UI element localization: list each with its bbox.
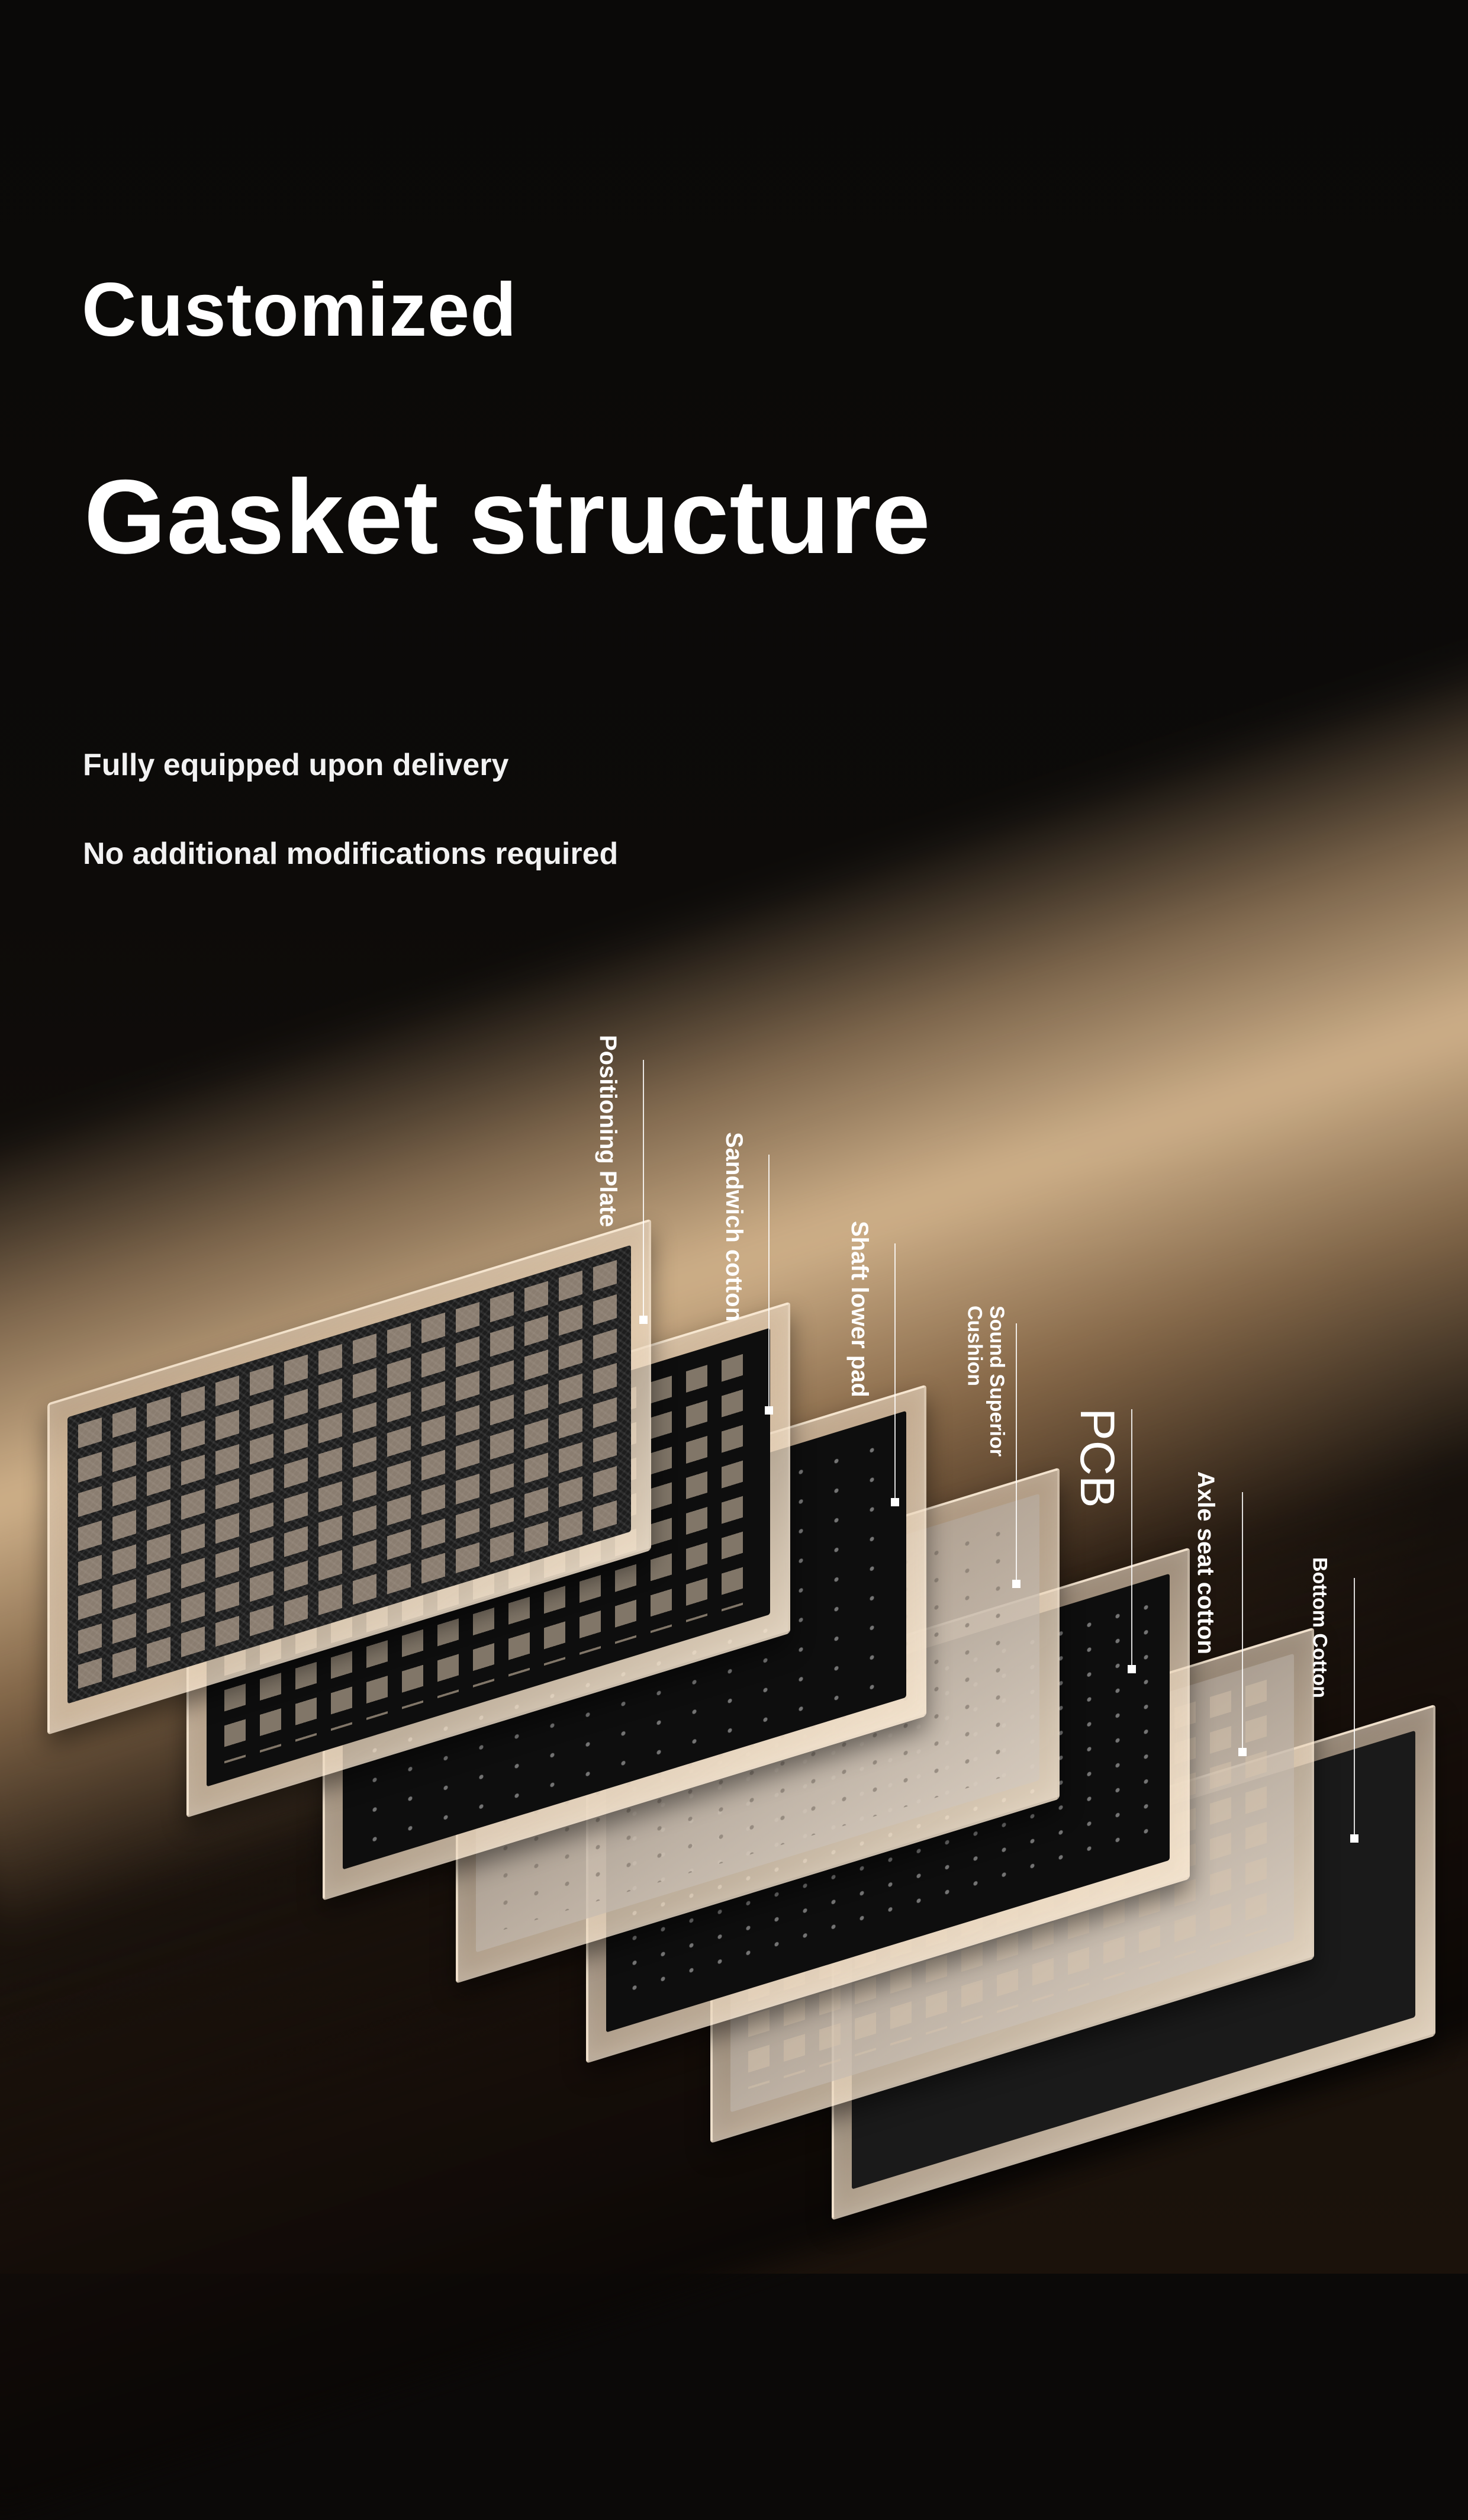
label-positioning-plate: Positioning Plate (595, 1035, 621, 1227)
feature-text-2: No additional modifications required (83, 837, 619, 871)
leader-dot (891, 1498, 899, 1506)
leader-line (1242, 1492, 1243, 1753)
heading-line-1: Customized (82, 268, 517, 352)
label-shaft-lower-pad: Shaft lower pad (846, 1221, 873, 1397)
heading-line-2: Gasket structure (84, 458, 931, 576)
leader-line (1354, 1578, 1355, 1838)
leader-dot (1350, 1834, 1358, 1843)
leader-dot (765, 1406, 773, 1415)
leader-dot (639, 1316, 648, 1324)
label-sound-superior-cushion: Sound Superior Cushion (963, 1306, 1008, 1457)
leader-line (768, 1155, 770, 1409)
leader-line (1016, 1323, 1017, 1584)
leader-dot (1128, 1665, 1136, 1673)
label-sandwich-cotton: Sandwich cotton (721, 1132, 747, 1322)
label-axle-seat-cotton: Axle seat cotton (1193, 1471, 1219, 1654)
label-bottom-cotton: Bottom Cotton (1308, 1557, 1331, 1698)
leader-line (643, 1060, 644, 1320)
leader-dot (1238, 1748, 1247, 1756)
leader-line (1131, 1409, 1132, 1670)
leader-dot (1012, 1580, 1020, 1588)
feature-text-1: Fully equipped upon delivery (83, 748, 509, 782)
label-pcb: PCB (1070, 1408, 1125, 1508)
leader-line (894, 1243, 896, 1501)
